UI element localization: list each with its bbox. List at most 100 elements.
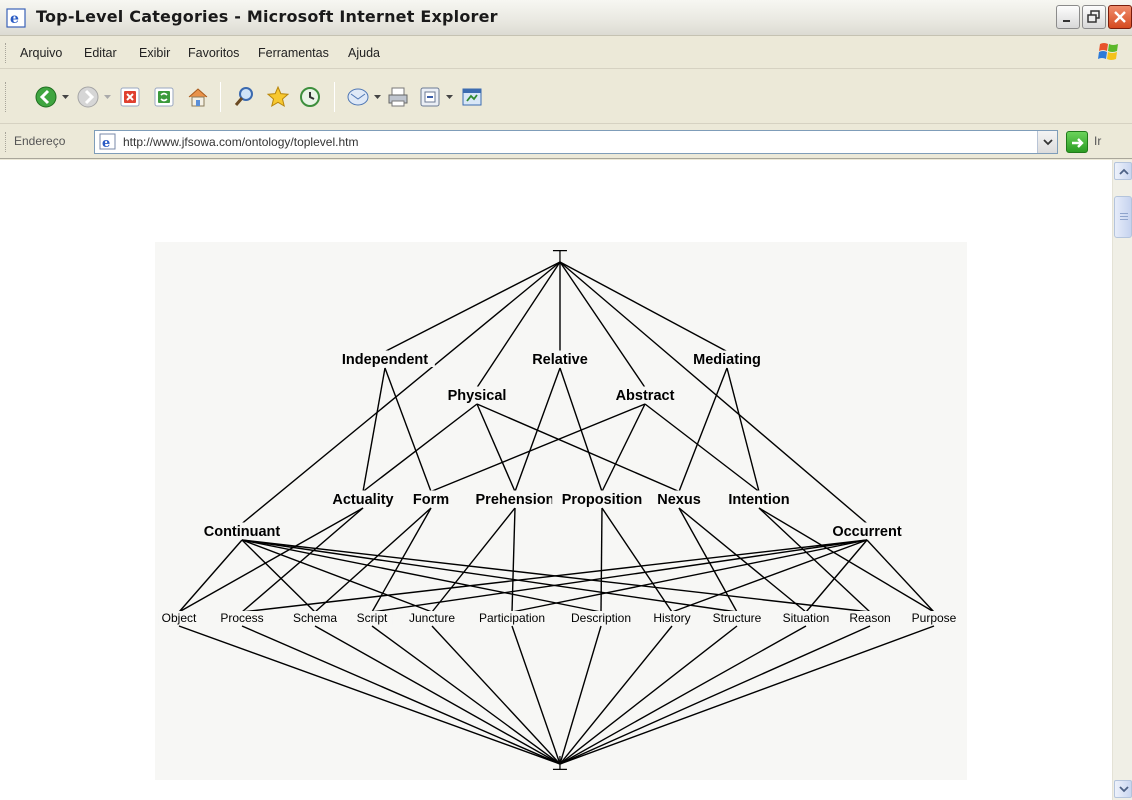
go-button[interactable]	[1066, 131, 1088, 153]
close-button[interactable]	[1108, 5, 1132, 29]
stop-icon[interactable]	[118, 85, 142, 109]
lattice-edge	[601, 403, 646, 492]
window-title: Top-Level Categories - Microsoft Interne…	[36, 7, 498, 26]
home-icon[interactable]	[186, 85, 210, 109]
minimize-button[interactable]	[1056, 5, 1080, 29]
lattice-edge	[559, 625, 738, 765]
node-nexus: Nexus	[657, 492, 701, 508]
node-proposition: Proposition	[562, 492, 643, 508]
lattice-edge	[726, 367, 760, 492]
node-label-background	[685, 350, 769, 367]
messenger-icon[interactable]	[460, 85, 484, 109]
chevron-down-icon	[1119, 786, 1129, 793]
edit-icon[interactable]	[418, 85, 442, 109]
menu-exibir[interactable]: Exibir	[139, 46, 171, 60]
print-icon[interactable]	[386, 85, 410, 109]
lattice-edge	[314, 625, 561, 765]
lattice-edge	[559, 261, 646, 388]
node-situation: Situation	[783, 611, 830, 625]
node-intention: Intention	[728, 492, 789, 508]
back-dropdown-icon[interactable]	[62, 93, 69, 100]
forward-dropdown-icon[interactable]	[104, 93, 111, 100]
scroll-up-button[interactable]	[1114, 162, 1132, 180]
lattice-edge	[559, 625, 935, 765]
minimize-icon	[1063, 20, 1070, 22]
lattice-edge	[758, 507, 935, 613]
node-participation: Participation	[479, 611, 545, 625]
node-mediating: Mediating	[693, 352, 761, 368]
lattice-edge	[476, 403, 680, 493]
vertical-scrollbar[interactable]	[1112, 160, 1132, 800]
node-label-background	[440, 386, 514, 403]
page-icon: e	[99, 133, 116, 151]
lattice-edge	[431, 507, 516, 613]
go-label[interactable]: Ir	[1094, 134, 1102, 148]
node-reason: Reason	[849, 611, 890, 625]
edit-dropdown-icon[interactable]	[446, 93, 453, 100]
menu-ferramentas[interactable]: Ferramentas	[258, 46, 329, 60]
node-independent: Independent	[342, 352, 428, 368]
forward-icon[interactable]	[76, 85, 100, 109]
address-url[interactable]: http://www.jfsowa.com/ontology/toplevel.…	[123, 135, 359, 149]
lattice-edge	[678, 507, 738, 613]
symbol-label: ⊤	[551, 247, 568, 269]
lattice-edge	[362, 367, 386, 492]
chevron-up-icon	[1119, 168, 1129, 175]
address-dropdown-button[interactable]	[1037, 131, 1057, 153]
lattice-edge	[600, 507, 603, 613]
lattice-edge	[678, 507, 807, 613]
lattice-edge	[671, 539, 868, 613]
menu-arquivo[interactable]: Arquivo	[20, 46, 63, 60]
node-label-background	[523, 350, 597, 367]
node-label-background	[469, 611, 555, 625]
refresh-icon[interactable]	[152, 85, 176, 109]
node-label-background	[351, 611, 393, 625]
menu-ajuda[interactable]: Ajuda	[348, 46, 380, 60]
node-label-background	[717, 490, 801, 507]
svg-text:e: e	[102, 136, 110, 151]
lattice-edge	[241, 539, 433, 613]
node-actuality: Actuality	[332, 492, 393, 508]
mail-dropdown-icon[interactable]	[374, 93, 381, 100]
top-symbol: ⊤	[551, 247, 568, 269]
windows-flag-icon	[1098, 43, 1118, 60]
toolbar-grip[interactable]	[5, 82, 8, 112]
back-icon[interactable]	[34, 85, 58, 109]
lattice-edge	[431, 625, 561, 765]
lattice-edge	[178, 539, 243, 613]
lattice-edge	[805, 539, 868, 613]
restore-button[interactable]	[1082, 5, 1106, 29]
node-label-background	[825, 522, 909, 539]
chevron-down-icon	[1043, 139, 1053, 146]
node-label-background	[411, 490, 451, 507]
node-description: Description	[571, 611, 631, 625]
mail-icon[interactable]	[346, 85, 370, 109]
node-process: Process	[220, 611, 263, 625]
menu-grip[interactable]	[5, 43, 8, 63]
lattice-edge	[476, 403, 516, 492]
menu-favoritos[interactable]: Favoritos	[188, 46, 240, 60]
node-schema: Schema	[293, 611, 337, 625]
node-occurrent: Occurrent	[832, 524, 901, 540]
scroll-thumb[interactable]	[1114, 196, 1132, 238]
menu-editar[interactable]: Editar	[84, 46, 117, 60]
node-history: History	[653, 611, 690, 625]
lattice-edge	[362, 403, 478, 493]
history-icon[interactable]	[298, 85, 322, 109]
node-abstract: Abstract	[616, 388, 675, 404]
lattice-edge	[511, 625, 561, 765]
address-grip[interactable]	[5, 132, 8, 152]
lattice-edge	[866, 539, 935, 613]
node-purpose: Purpose	[912, 611, 957, 625]
node-label-background	[564, 611, 638, 625]
scroll-down-button[interactable]	[1114, 780, 1132, 798]
lattice-edge	[644, 403, 760, 493]
address-input[interactable]: e http://www.jfsowa.com/ontology/topleve…	[94, 130, 1058, 154]
search-icon[interactable]	[232, 85, 256, 109]
favorites-icon[interactable]	[266, 85, 290, 109]
node-label-background	[910, 611, 958, 625]
lattice-edge	[178, 507, 364, 613]
node-label-background	[196, 522, 288, 539]
